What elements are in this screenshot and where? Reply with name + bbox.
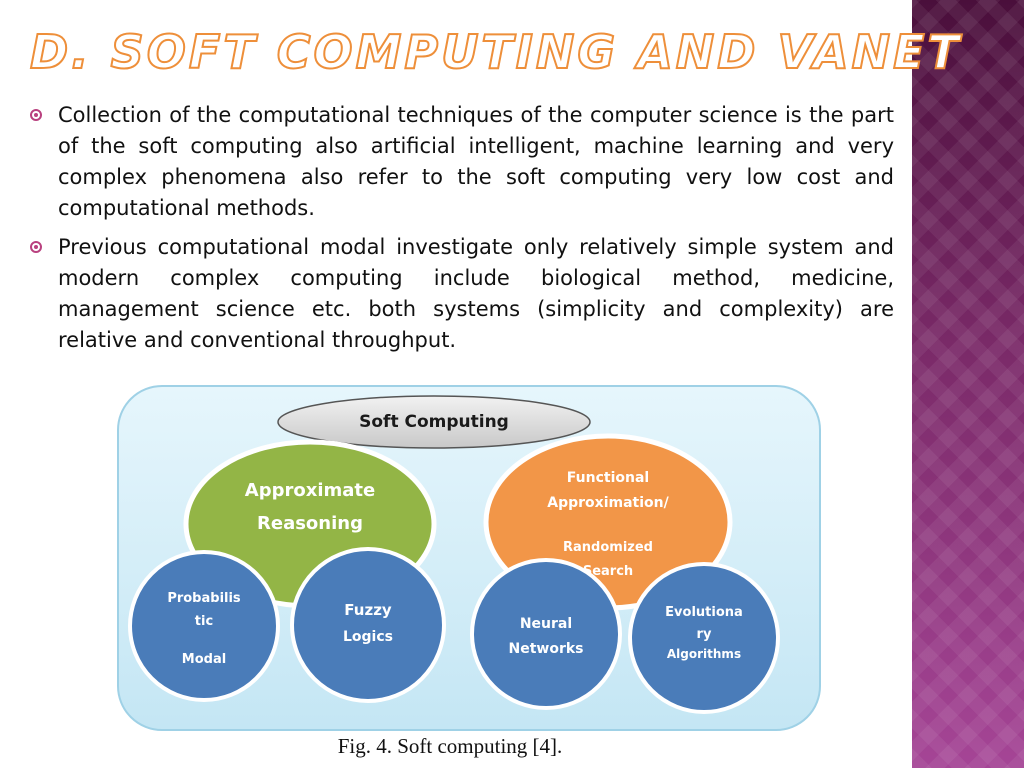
- bullet-circle-icon: [30, 241, 42, 253]
- probabilistic-modal-label: Probabilis: [167, 591, 241, 606]
- bullet-text: Previous computational modal investigate…: [58, 235, 894, 352]
- approximate-reasoning-label: Reasoning: [257, 513, 363, 534]
- probabilistic-modal-label: tic: [195, 614, 213, 629]
- bullet-item: Collection of the computational techniqu…: [30, 100, 894, 224]
- probabilistic-modal-node: [128, 550, 280, 702]
- neural-networks-label: Networks: [508, 641, 583, 657]
- fuzzy-logics-label: Fuzzy: [344, 601, 392, 619]
- fuzzy-logics-node: [290, 547, 446, 703]
- slide-title: D. Soft Computing and VANET: [29, 24, 962, 80]
- bullet-item: Previous computational modal investigate…: [30, 232, 894, 356]
- probabilistic-modal-label: Modal: [182, 652, 226, 667]
- functional-approximation-label: Approximation/: [547, 495, 669, 511]
- evolutionary-algorithms-label: ry: [697, 627, 712, 642]
- functional-approximation-label: Search: [583, 564, 633, 579]
- soft-computing-diagram: Soft Computing Approximate Reasoning Fun…: [116, 384, 822, 736]
- neural-networks-node: [470, 558, 622, 710]
- bullet-circle-icon: [30, 109, 42, 121]
- diagram-canvas: Soft Computing Approximate Reasoning Fun…: [117, 385, 821, 731]
- bullet-text: Collection of the computational techniqu…: [58, 103, 894, 220]
- root-node-shape: [277, 395, 591, 449]
- root-node-label: Soft Computing: [359, 412, 509, 432]
- side-decoration-band: [912, 0, 1024, 768]
- figure-caption: Fig. 4. Soft computing [4].: [337, 734, 563, 758]
- approximate-reasoning-label: Approximate: [245, 480, 375, 501]
- bullet-list: Collection of the computational techniqu…: [30, 100, 894, 364]
- functional-approximation-label: Functional: [567, 470, 649, 486]
- neural-networks-label: Neural: [520, 616, 572, 632]
- evolutionary-algorithms-label: Algorithms: [667, 647, 741, 661]
- functional-approximation-label: Randomized: [563, 540, 653, 555]
- fuzzy-logics-label: Logics: [343, 629, 393, 645]
- evolutionary-algorithms-label: Evolutiona: [665, 605, 743, 620]
- evolutionary-algorithms-node: [628, 562, 780, 714]
